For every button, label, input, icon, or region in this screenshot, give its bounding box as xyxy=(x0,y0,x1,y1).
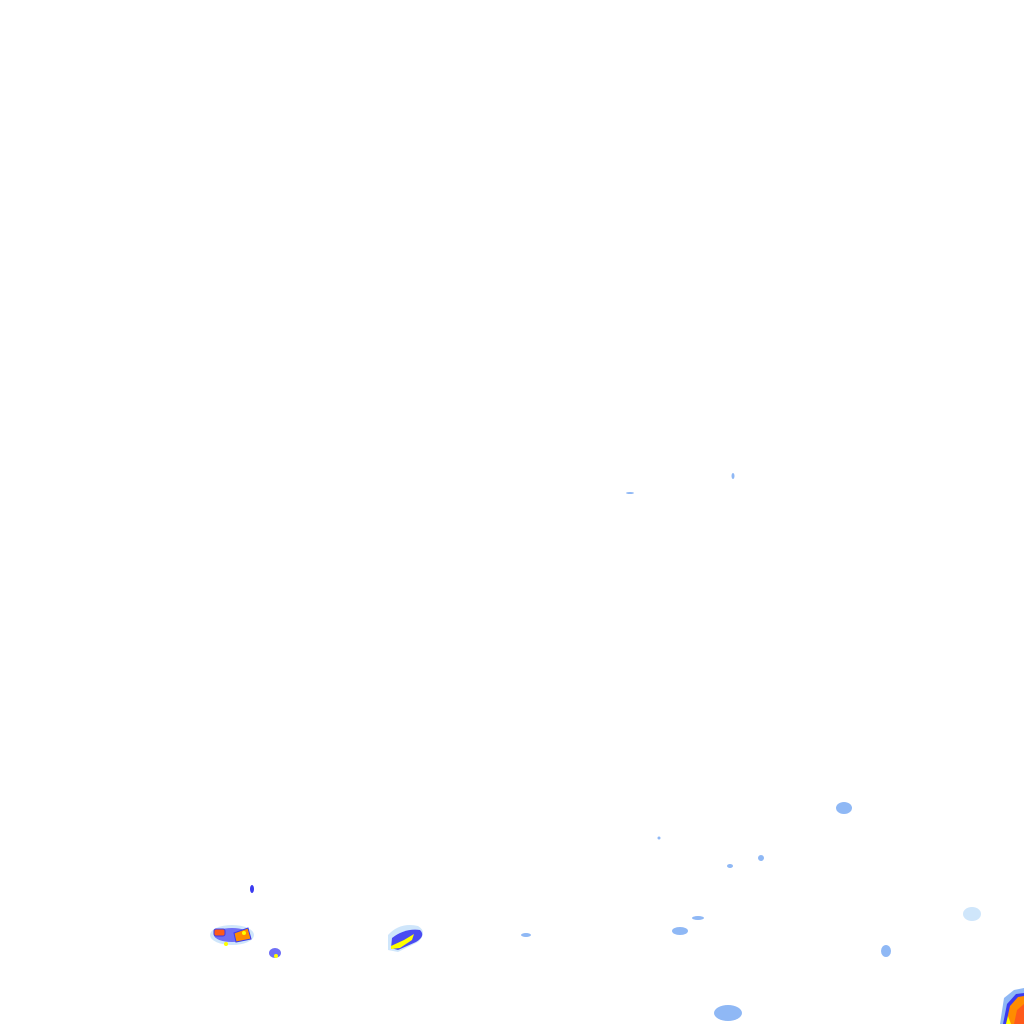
echo-very-light xyxy=(963,907,981,921)
echo-cell-center xyxy=(388,925,423,952)
echo-scattered-light xyxy=(521,473,891,1021)
echo-cell-left xyxy=(210,885,281,958)
echo-cell-corner xyxy=(1000,988,1024,1024)
